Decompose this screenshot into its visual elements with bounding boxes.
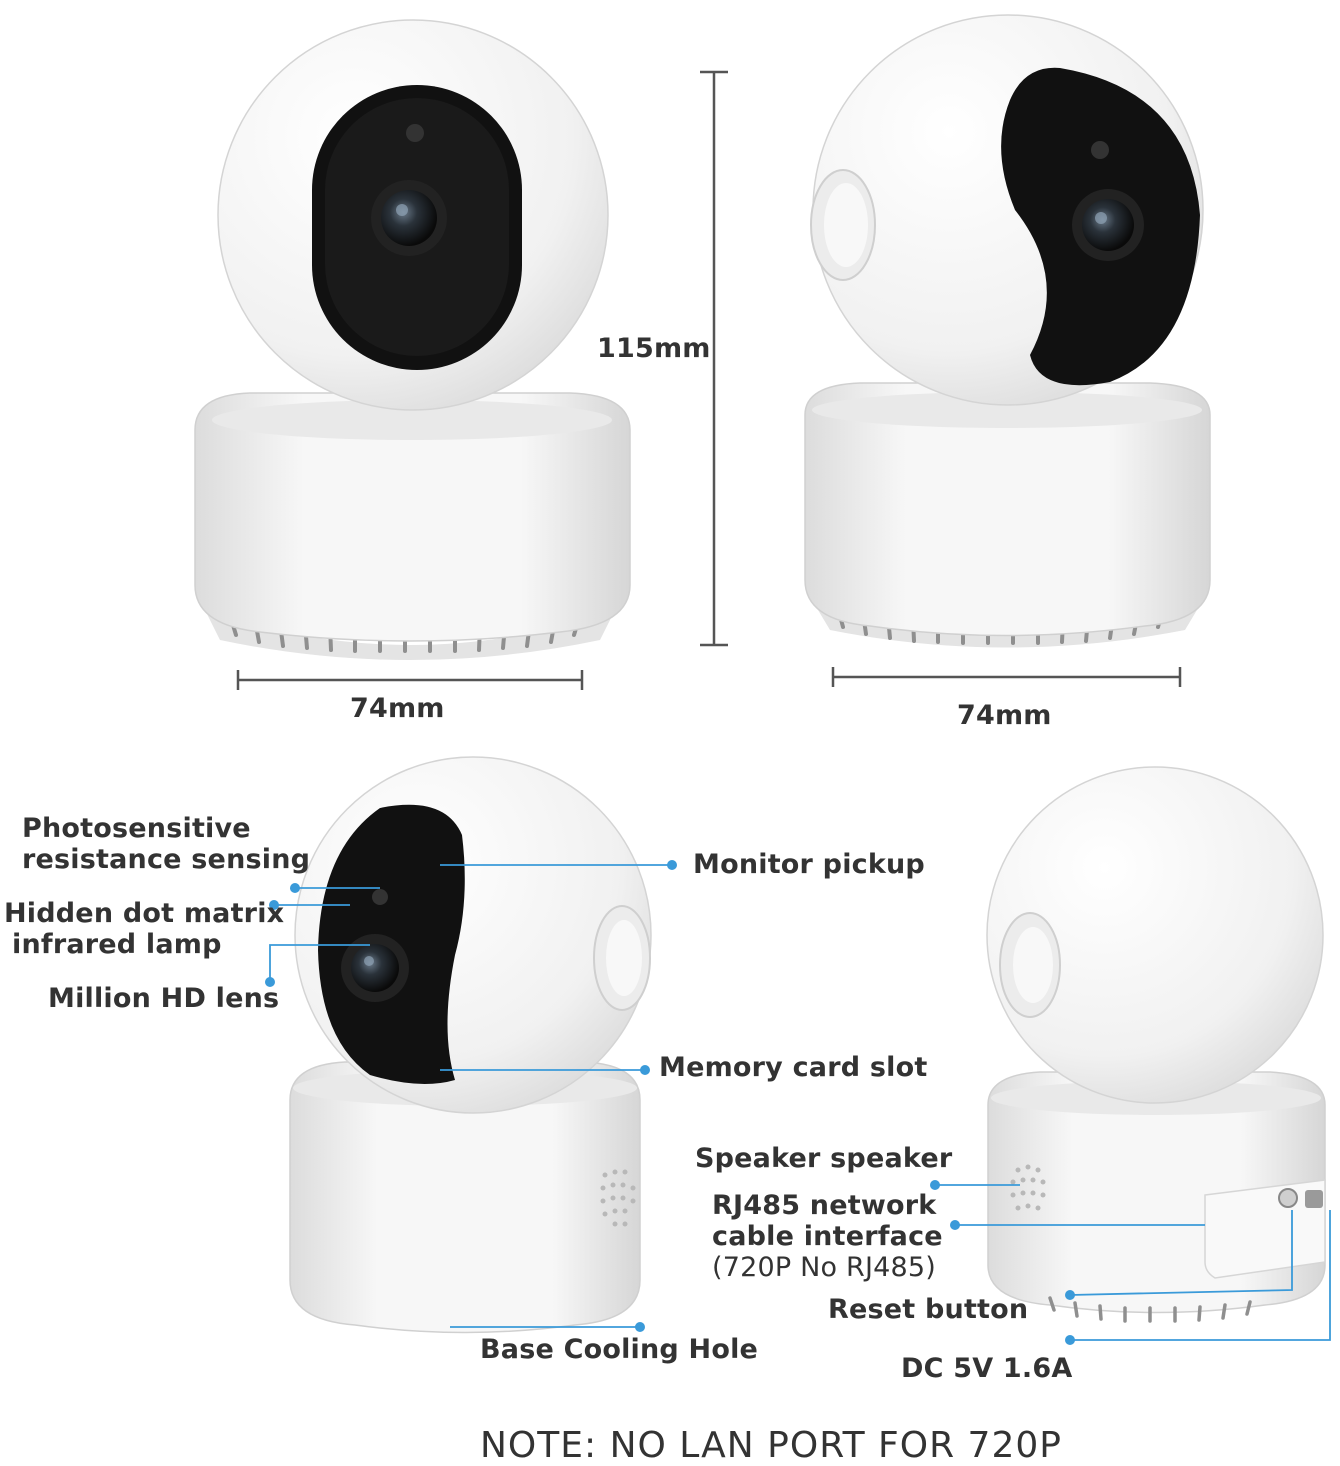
hd-lens-label: Million HD lens [48, 983, 280, 1014]
camera-front-view [194, 19, 631, 660]
infrared-lamp-label-line2: infrared lamp [12, 929, 222, 960]
photosensitive-label-line2: resistance sensing [22, 844, 311, 875]
height-dimension-label: 115mm [597, 333, 711, 364]
lan-port-note: NOTE: NO LAN PORT FOR 720P [480, 1425, 1062, 1466]
base-cooling-hole-label: Base Cooling Hole [480, 1334, 759, 1365]
camera-rear-view [986, 766, 1326, 1323]
monitor-pickup-label: Monitor pickup [693, 849, 925, 880]
dimension-lines [236, 70, 1182, 690]
camera-labeled-front [289, 756, 652, 1334]
callout-dots [265, 860, 1075, 1345]
rj485-label-line2: cable interface [712, 1221, 943, 1252]
photosensitive-label-line1: Photosensitive [22, 813, 251, 844]
camera-side-view [804, 14, 1211, 648]
callout-leaders [269, 864, 1331, 1341]
reset-button-label: Reset button [828, 1294, 1029, 1325]
rj485-label-line3: (720P No RJ485) [712, 1252, 937, 1283]
dc-power-label: DC 5V 1.6A [901, 1353, 1073, 1384]
speaker-holes [600, 1169, 636, 1227]
memory-card-slot-label: Memory card slot [659, 1052, 928, 1083]
rj485-label-line1: RJ485 network [712, 1190, 937, 1221]
speaker-label: Speaker speaker [695, 1143, 953, 1174]
infrared-lamp-label-line1: Hidden dot matrix [4, 898, 285, 929]
width-dimension-label-front: 74mm [350, 693, 445, 724]
width-dimension-label-side: 74mm [957, 700, 1052, 731]
